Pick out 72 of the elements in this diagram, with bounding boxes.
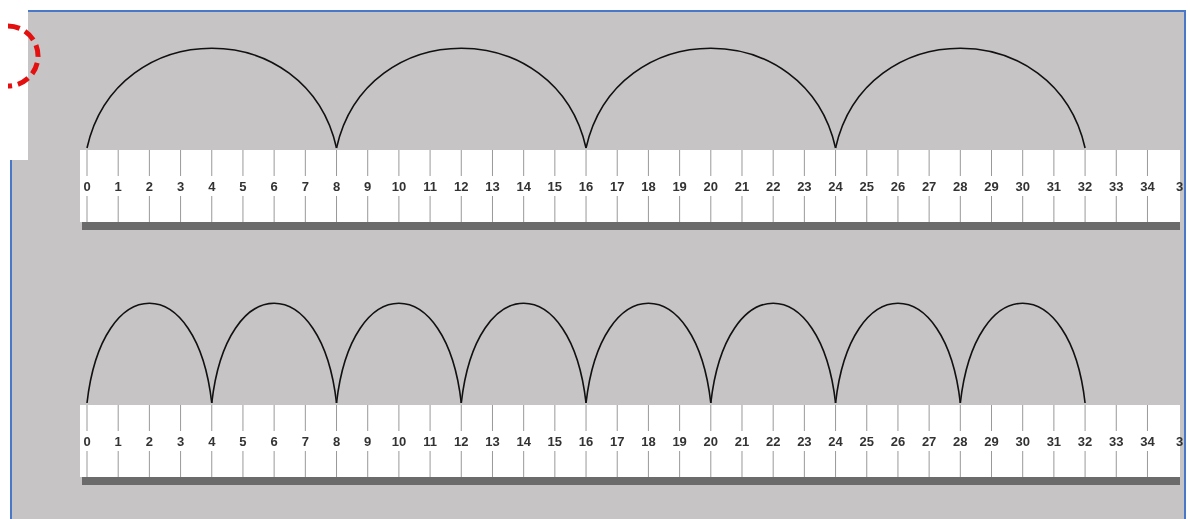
tick-number: 11 xyxy=(423,179,437,194)
tick-number: 15 xyxy=(547,434,563,449)
tick-number: 3 xyxy=(1176,179,1184,194)
tick-number: 27 xyxy=(921,179,937,194)
tick-number: 20 xyxy=(703,434,719,449)
tick-number: 13 xyxy=(485,434,500,449)
tick-number: 11 xyxy=(423,434,437,449)
tick-number: 23 xyxy=(797,434,812,449)
tick-number: 22 xyxy=(765,179,781,194)
tick-number: 0 xyxy=(83,179,91,194)
tick-number: 24 xyxy=(828,179,843,194)
tick-number: 2 xyxy=(145,179,153,194)
tick-number: 21 xyxy=(734,434,750,449)
tick-number: 18 xyxy=(641,434,656,449)
tick-number: 2 xyxy=(145,434,153,449)
tick-number: 18 xyxy=(641,179,656,194)
tick-number: 32 xyxy=(1077,434,1093,449)
tick-number: 33 xyxy=(1109,179,1124,194)
tick-number: 16 xyxy=(578,179,594,194)
tick-number: 17 xyxy=(610,434,625,449)
tick-number: 4 xyxy=(208,434,216,449)
tick-number: 31 xyxy=(1046,179,1062,194)
tick-number: 33 xyxy=(1109,434,1124,449)
tick-number: 25 xyxy=(859,434,874,449)
tick-number: 16 xyxy=(578,434,594,449)
tick-number: 6 xyxy=(270,179,278,194)
tick-number: 19 xyxy=(672,179,687,194)
tick-number: 29 xyxy=(984,179,999,194)
tick-number: 14 xyxy=(516,179,531,194)
tick-number: 9 xyxy=(364,434,372,449)
tick-number: 5 xyxy=(239,179,247,194)
tick-number: 21 xyxy=(734,179,750,194)
tick-number: 23 xyxy=(797,179,812,194)
tick-number: 28 xyxy=(953,434,968,449)
tick-number: 9 xyxy=(364,179,372,194)
tick-number: 13 xyxy=(485,179,500,194)
tick-number: 12 xyxy=(454,179,469,194)
tick-number: 14 xyxy=(516,434,531,449)
tick-number: 3 xyxy=(176,179,185,194)
tick-number: 3 xyxy=(176,434,185,449)
tick-number: 4 xyxy=(208,179,216,194)
tick-number: 10 xyxy=(391,179,407,194)
tick-number: 7 xyxy=(301,179,309,194)
tick-number: 28 xyxy=(953,179,968,194)
tick-number: 6 xyxy=(270,434,278,449)
tick-number: 25 xyxy=(859,179,874,194)
tick-number: 7 xyxy=(301,434,309,449)
tick-number: 34 xyxy=(1140,434,1155,449)
tick-number: 5 xyxy=(239,434,247,449)
tick-number: 26 xyxy=(890,434,906,449)
tick-number: 10 xyxy=(391,434,407,449)
tick-number: 27 xyxy=(921,434,937,449)
tick-number: 1 xyxy=(114,179,122,194)
tick-number: 17 xyxy=(610,179,625,194)
tick-number: 22 xyxy=(765,434,781,449)
tick-number: 26 xyxy=(890,179,906,194)
tick-number: 12 xyxy=(454,434,469,449)
tick-number: 34 xyxy=(1140,179,1155,194)
tick-number: 24 xyxy=(828,434,843,449)
tick-number: 30 xyxy=(1015,434,1030,449)
tick-number: 1 xyxy=(114,434,122,449)
tick-number: 31 xyxy=(1046,434,1062,449)
tick-number: 19 xyxy=(672,434,687,449)
tick-number: 8 xyxy=(332,179,341,194)
tick-number: 29 xyxy=(984,434,999,449)
tick-number: 32 xyxy=(1077,179,1093,194)
tick-number: 3 xyxy=(1176,434,1184,449)
tick-number: 20 xyxy=(703,179,719,194)
tick-number: 15 xyxy=(547,179,563,194)
tick-number: 0 xyxy=(83,434,91,449)
tick-number: 30 xyxy=(1015,179,1030,194)
tick-number: 8 xyxy=(332,434,341,449)
